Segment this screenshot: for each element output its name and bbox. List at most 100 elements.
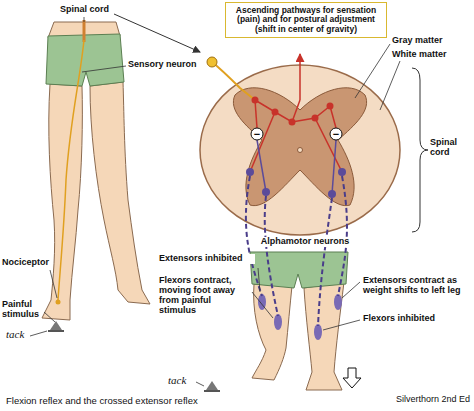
neuron-body <box>252 97 259 104</box>
neuron-body <box>272 109 279 116</box>
ascending-arrow <box>299 54 301 100</box>
inhibitory-neuron <box>330 128 342 140</box>
object-label: tack <box>6 328 36 340</box>
part-label: Sensory neuron <box>128 60 208 70</box>
note-label: Flexors contract, moving foot away from … <box>158 276 250 316</box>
muscle <box>274 314 282 330</box>
leader-line <box>355 44 390 98</box>
leg <box>90 82 150 304</box>
gray-matter <box>233 88 366 206</box>
motor-axon <box>318 198 332 326</box>
leg <box>42 84 82 320</box>
sign-label: − <box>251 128 263 140</box>
leader-line <box>44 312 55 322</box>
note-label: Extensors inhibited <box>158 254 255 264</box>
part-label: Spinal cord <box>430 138 470 158</box>
part-label: Sensory neuron <box>128 60 208 70</box>
leader-line <box>323 320 360 330</box>
reflex-figure <box>250 252 348 390</box>
pathway-box: Ascending pathways for sensation (pain) … <box>225 2 387 38</box>
spinal-cord <box>83 20 86 42</box>
muscle <box>314 324 322 340</box>
leader-line <box>258 268 260 292</box>
inhibitory-neuron <box>251 128 263 140</box>
leader-line <box>82 66 126 72</box>
motor-axons <box>246 176 347 326</box>
neuron-body <box>327 103 334 110</box>
muscle <box>334 294 342 310</box>
interneurons <box>250 54 342 172</box>
figure-caption: Flexion reflex and the crossed extensor … <box>6 396 306 406</box>
credit-label: Silverthorn 2nd Ed <box>362 395 470 405</box>
pointer-arrow <box>114 14 200 52</box>
sign-label: − <box>330 128 342 140</box>
interneuron-path <box>250 112 275 172</box>
part-label: Nociceptor <box>2 258 58 268</box>
leader-line <box>196 382 204 386</box>
tack-icon <box>50 321 62 330</box>
neuron-body <box>246 168 254 176</box>
neuron-body <box>312 115 319 122</box>
central-canal <box>298 148 303 153</box>
note-label: Extensors contract as weight shifts to l… <box>362 276 470 296</box>
part-label: Alphamotor neurons <box>255 237 355 247</box>
object-label: tack <box>168 374 198 386</box>
motor-axon <box>338 176 347 296</box>
part-label: Spinal cord <box>60 5 120 15</box>
tack-icon <box>48 330 64 332</box>
credit-label: Silverthorn 2nd Ed <box>362 395 470 405</box>
note-label: Extensors inhibited <box>158 254 255 264</box>
sensory-neuron <box>58 40 84 300</box>
neuron-body <box>338 168 346 176</box>
leader-line <box>30 331 47 336</box>
neuron-link <box>257 140 266 192</box>
motor-neurons <box>246 168 346 198</box>
neuron-body <box>328 190 336 198</box>
part-label: Spinal cord <box>60 5 120 15</box>
part-label: Spinal cord <box>430 138 470 158</box>
interneuron-path <box>292 100 300 122</box>
note-label: Flexors inhibited <box>362 314 470 324</box>
part-label: Nociceptor <box>2 258 58 268</box>
object-label: tack <box>6 328 36 340</box>
part-label: White matter <box>392 50 470 60</box>
interneuron-path <box>255 100 257 128</box>
part-label: Painful stimulus <box>2 300 50 320</box>
neuron-link <box>332 140 336 194</box>
inhibitory-links <box>257 140 336 194</box>
standing-leg <box>304 282 344 390</box>
dorsal-root <box>212 62 255 100</box>
sign-label: − <box>251 128 263 140</box>
shorts <box>250 252 348 288</box>
leader-line <box>50 270 57 298</box>
lifted-leg <box>252 284 292 380</box>
bracket <box>412 68 428 232</box>
nociceptor <box>56 300 61 305</box>
sign-label: − <box>330 128 342 140</box>
leader-line <box>380 61 400 110</box>
note-label: Extensors contract as weight shifts to l… <box>362 276 470 296</box>
leader-line <box>342 282 360 298</box>
part-label: Gray matter <box>392 36 470 46</box>
object-label: tack <box>168 374 198 386</box>
down-arrow <box>343 368 361 388</box>
part-label: Gray matter <box>392 36 470 46</box>
note-label: Flexors contract, moving foot away from … <box>158 276 250 316</box>
note-label: Flexors inhibited <box>362 314 470 324</box>
figure-caption: Flexion reflex and the crossed extensor … <box>6 396 306 406</box>
leader-line <box>252 292 273 318</box>
interneuron-bodies <box>252 97 334 126</box>
tack-icon <box>204 390 220 392</box>
neuron-body <box>289 119 296 126</box>
part-label: Painful stimulus <box>2 300 50 320</box>
box-text: Ascending pathways for sensation (pain) … <box>230 6 382 34</box>
neuron-body <box>262 188 270 196</box>
motor-axon <box>265 196 278 316</box>
leader-line <box>84 17 85 22</box>
tack-icon <box>206 381 218 390</box>
part-label: Alphamotor neurons <box>255 237 355 247</box>
ganglion <box>207 57 217 67</box>
interneuron-path <box>315 118 342 172</box>
